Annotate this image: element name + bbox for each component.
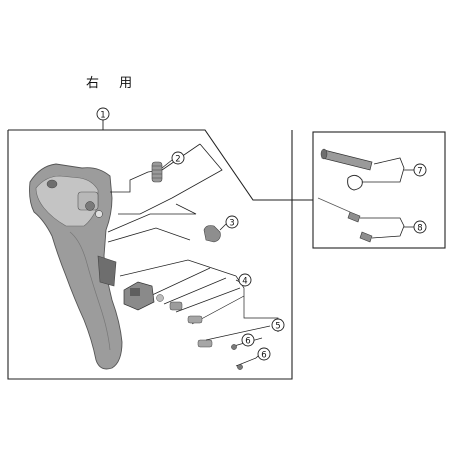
leader-6b [255, 355, 259, 359]
part-4-mechanism [119, 259, 279, 348]
part-2-spring [110, 143, 223, 215]
callout-label: 2 [175, 155, 180, 165]
part-7-pin [320, 148, 405, 191]
callout-label: 3 [229, 219, 234, 229]
callout-8: 8 [413, 220, 427, 234]
callout-5: 5 [271, 318, 285, 332]
callout-6a: 6 [241, 333, 255, 347]
part-3-clip [107, 203, 227, 243]
callout-label: 1 [100, 111, 105, 121]
callout-label: 7 [417, 167, 422, 177]
callout-label: 5 [275, 322, 280, 332]
callout-1: 1 [96, 107, 110, 121]
callout-7: 7 [413, 163, 427, 177]
sub-frame [312, 131, 446, 249]
callout-6b: 6 [257, 347, 271, 361]
callout-3: 3 [225, 215, 239, 229]
lever-body [29, 163, 123, 370]
part-5-6-small-parts [205, 325, 271, 370]
diagram-heading: 右 用 [86, 76, 141, 91]
callout-label: 6 [245, 337, 250, 347]
main-frame [7, 129, 313, 380]
part-8-pin [317, 197, 405, 243]
callout-label: 6 [261, 351, 266, 361]
callout-2: 2 [171, 151, 185, 165]
callout-4: 4 [238, 273, 252, 287]
callout-label: 8 [417, 224, 422, 234]
callout-label: 4 [242, 277, 247, 287]
